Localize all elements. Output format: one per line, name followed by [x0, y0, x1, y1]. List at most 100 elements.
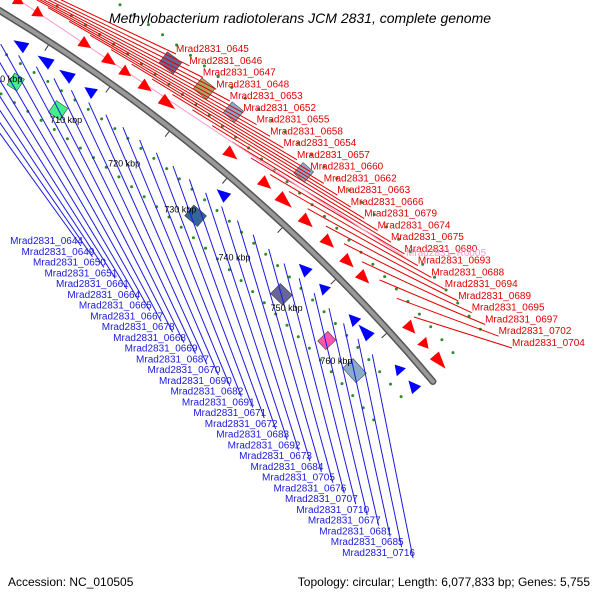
forward-gene-label: Mrad2831_0675 [391, 232, 464, 243]
tick-dot [100, 117, 104, 121]
reverse-gene-label: Mrad2831_0664 [67, 290, 140, 301]
forward-gene-label: Mrad2831_0653 [230, 91, 303, 102]
reverse-gene-label: Mrad2831_0684 [251, 462, 324, 473]
leader-line [188, 179, 277, 430]
tick-dot [216, 75, 220, 79]
reverse-gene-label: Mrad2831_0671 [193, 408, 266, 419]
tick-dot [329, 370, 333, 374]
tick-dot [444, 288, 448, 292]
reverse-gene-arrow [13, 40, 30, 54]
reverse-gene-label: Mrad2831_0678 [102, 322, 175, 333]
label-leader-lines [0, 0, 513, 559]
forward-gene-arrow [31, 5, 44, 17]
tick-dot [142, 195, 146, 199]
forward-gene-arrow [118, 64, 132, 77]
tick-dot [433, 275, 436, 279]
tick-dot [389, 382, 392, 386]
forward-gene-arrow [429, 351, 446, 369]
tick-dot [251, 290, 255, 294]
forward-gene-arrow [256, 175, 272, 189]
forward-gene-label: Mrad2831_0694 [445, 279, 518, 290]
leader-line [211, 125, 365, 220]
forward-gene-label: Mrad2831_0695 [472, 303, 545, 314]
forward-gene-label: Mrad2831_0658 [270, 126, 343, 137]
reverse-gene-label: Mrad2831_0650 [33, 258, 106, 269]
reverse-gene-label: Mrad2831_0692 [228, 440, 301, 451]
tick-dot [322, 310, 326, 314]
reverse-gene-label: Mrad2831_0691 [182, 397, 255, 408]
leader-line [0, 109, 105, 268]
tick-dot [161, 33, 165, 37]
reverse-gene-label: Mrad2831_0651 [44, 268, 117, 279]
tick-dot [113, 127, 117, 131]
leader-line [131, 63, 311, 173]
leader-line [60, 0, 177, 55]
reverse-gene-label: Mrad2831_0665 [79, 301, 152, 312]
leader-line [172, 93, 338, 196]
tick-dot [179, 225, 183, 229]
forward-gene-label: Mrad2831_0654 [284, 138, 357, 149]
forward-gene-arrow [319, 233, 334, 248]
leader-line [192, 109, 351, 208]
tick-dot [309, 153, 313, 157]
reverse-gene-label: Mrad2831_0676 [273, 483, 346, 494]
tick-dot [52, 128, 56, 131]
reverse-gene-label: Mrad2831_0669 [125, 344, 198, 355]
forward-gene-label: Mrad2831_0663 [337, 185, 410, 196]
reverse-gene-label: Mrad2831_0716 [342, 548, 415, 559]
tick-dot [451, 351, 455, 355]
forward-gene-label: Mrad2831_0647 [203, 68, 276, 79]
reverse-gene-label: Mrad2831_0683 [216, 430, 289, 441]
gene-labels: Mrad2831_0645Mrad2831_0646Mrad2831_0647M… [10, 44, 585, 559]
leader-line [151, 78, 325, 184]
leader-line [307, 208, 432, 278]
tick-dot [367, 358, 371, 362]
feature-box [48, 100, 69, 121]
leader-line [252, 234, 322, 473]
tick-dot [227, 219, 231, 223]
reverse-gene-label: Mrad2831_0672 [205, 419, 278, 430]
genome-summary-text: Topology: circular; Length: 6,077,833 bp… [298, 575, 591, 589]
leader-line [371, 354, 414, 559]
reverse-gene-arrow [84, 87, 98, 100]
tick-dot [371, 262, 375, 266]
kbp-label: 700 kbp [0, 74, 22, 84]
tick-dot [378, 370, 382, 374]
genome-backbone [0, 6, 437, 385]
leader-line [298, 278, 357, 505]
forward-gene-label: Mrad2831_0652 [243, 103, 316, 114]
forward-gene-label: Mrad2831_0697 [485, 315, 558, 326]
forward-gene-arrow [222, 145, 238, 160]
feature-box [6, 72, 25, 92]
leader-line [0, 132, 82, 247]
tick-dot [296, 141, 300, 145]
feature-box [317, 331, 337, 350]
tick-dot [285, 180, 289, 184]
tick-dot [189, 53, 192, 57]
tick-dot [417, 312, 421, 316]
tick-dot [347, 238, 351, 242]
reverse-gene-arrow [348, 314, 362, 327]
leader-line [283, 263, 345, 494]
leader-line [155, 152, 254, 408]
leader-line [18, 55, 162, 322]
kbp-label: 710 kbp [50, 115, 82, 125]
reverse-gene-label: Mrad2831_0705 [262, 473, 335, 484]
reverse-gene-label: Mrad2831_0707 [285, 494, 358, 505]
reverse-gene-label: Mrad2831_0681 [319, 527, 392, 538]
reverse-gene-label: Mrad2831_0685 [331, 537, 404, 548]
tick-dot [78, 146, 82, 150]
gene-arrows [11, 0, 446, 395]
tick-dot [429, 325, 433, 329]
forward-gene-arrow [297, 212, 313, 228]
tick-dot [467, 314, 471, 318]
tick-dot [39, 118, 43, 122]
forward-gene-arrow [137, 78, 152, 92]
forward-gene-arrow [274, 191, 292, 208]
forward-gene-label: Mrad2831_0679 [364, 209, 437, 220]
leader-line [42, 0, 217, 90]
leader-line [53, 0, 190, 67]
